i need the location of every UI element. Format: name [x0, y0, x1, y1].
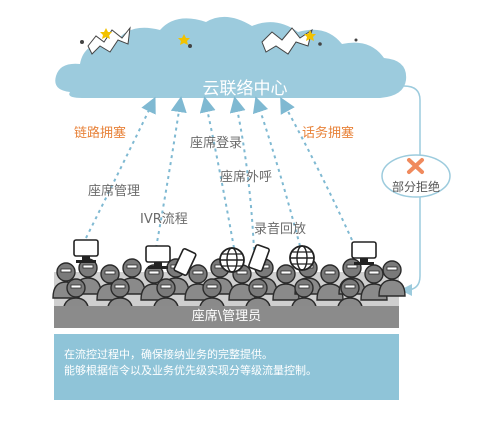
tablet-icon: [248, 244, 270, 272]
label-recording-playback: 录音回放: [254, 222, 307, 237]
crowd-of-people: [52, 258, 406, 315]
star-icon: [80, 28, 358, 48]
flow-lines: [85, 96, 353, 251]
computer-icon: [351, 241, 377, 265]
cloud-title: 云联络中心: [202, 79, 288, 99]
cloud-shape: [55, 16, 407, 98]
label-agent-outbound: 座席外呼: [220, 170, 273, 185]
info-line-2: 能够根据信令以及业务优先级实现分等级流量控制。: [64, 364, 317, 377]
x-icon: [407, 158, 424, 174]
reject-bubble: [381, 154, 451, 198]
label-ivr-flow: IVR流程: [140, 212, 188, 227]
info-box: 在流控过程中，确保接纳业务的完整提供。 能够根据信令以及业务优先级实现分等级流量…: [54, 334, 399, 400]
globe-icon: [289, 245, 315, 271]
agent-manager-bar: 座席\管理员: [54, 306, 399, 328]
tablet-icon: [173, 248, 197, 276]
reject-label: 部分拒绝: [391, 180, 440, 194]
computer-icon: [73, 239, 99, 263]
label-call-congestion: 话务拥塞: [302, 126, 355, 141]
label-link-congestion: 链路拥塞: [74, 126, 127, 141]
computer-icon: [145, 245, 171, 269]
info-line-1: 在流控过程中，确保接纳业务的完整提供。: [64, 348, 273, 361]
globe-icon: [219, 247, 245, 273]
label-agent-management: 座席管理: [88, 184, 141, 199]
label-agent-login: 座席登录: [190, 136, 243, 151]
